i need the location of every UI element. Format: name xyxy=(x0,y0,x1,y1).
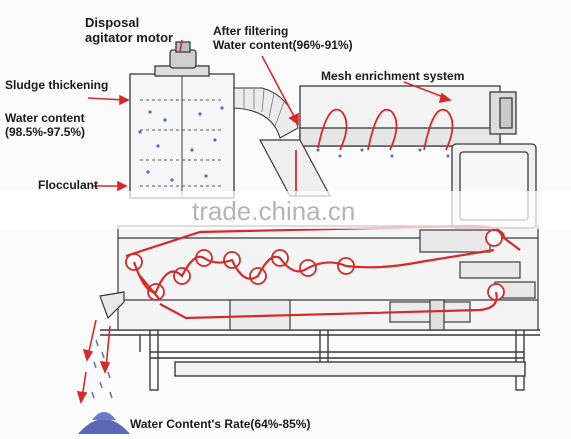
label-disposal-line2: agitator motor xyxy=(85,29,174,45)
watermark-text: trade.china.cn xyxy=(192,196,356,226)
agitator-paddles xyxy=(140,99,224,187)
label-after-filtering-line2: Water content(96%-91%) xyxy=(213,37,353,52)
feed-hopper xyxy=(258,139,332,197)
sludge-cake-pile xyxy=(78,412,130,434)
label-flocculant: Flocculant xyxy=(38,178,99,192)
leader-arrows xyxy=(87,39,452,192)
label-disposal-motor: Disposal agitator motor xyxy=(85,15,174,46)
label-water-content-line2: (98.5%-97.5%) xyxy=(5,124,86,139)
label-mesh-enrichment: Mesh enrichment system xyxy=(321,69,465,83)
discharge-chute xyxy=(99,291,125,320)
label-after-filtering-line1: After filtering xyxy=(213,24,289,38)
tank-particles xyxy=(138,106,224,182)
mesh-enrichment-housing xyxy=(299,85,517,147)
label-water-content-line1: Water content xyxy=(5,111,85,125)
thickening-tank xyxy=(129,41,235,199)
flow-arrows xyxy=(295,108,454,196)
label-water-content: Water content (98.5%-97.5%) xyxy=(5,111,86,140)
discharge-arrows xyxy=(76,319,111,405)
label-sludge-thickening: Sludge thickening xyxy=(5,78,109,92)
label-disposal-line1: Disposal xyxy=(85,15,140,30)
watermark-band xyxy=(0,191,571,229)
duct-ribs xyxy=(243,88,285,127)
sludge-flecks xyxy=(91,339,113,399)
label-cake-rate: Water Content's Rate(64%-85%) xyxy=(130,417,311,431)
label-after-filtering: After filtering Water content(96%-91%) xyxy=(213,24,353,53)
